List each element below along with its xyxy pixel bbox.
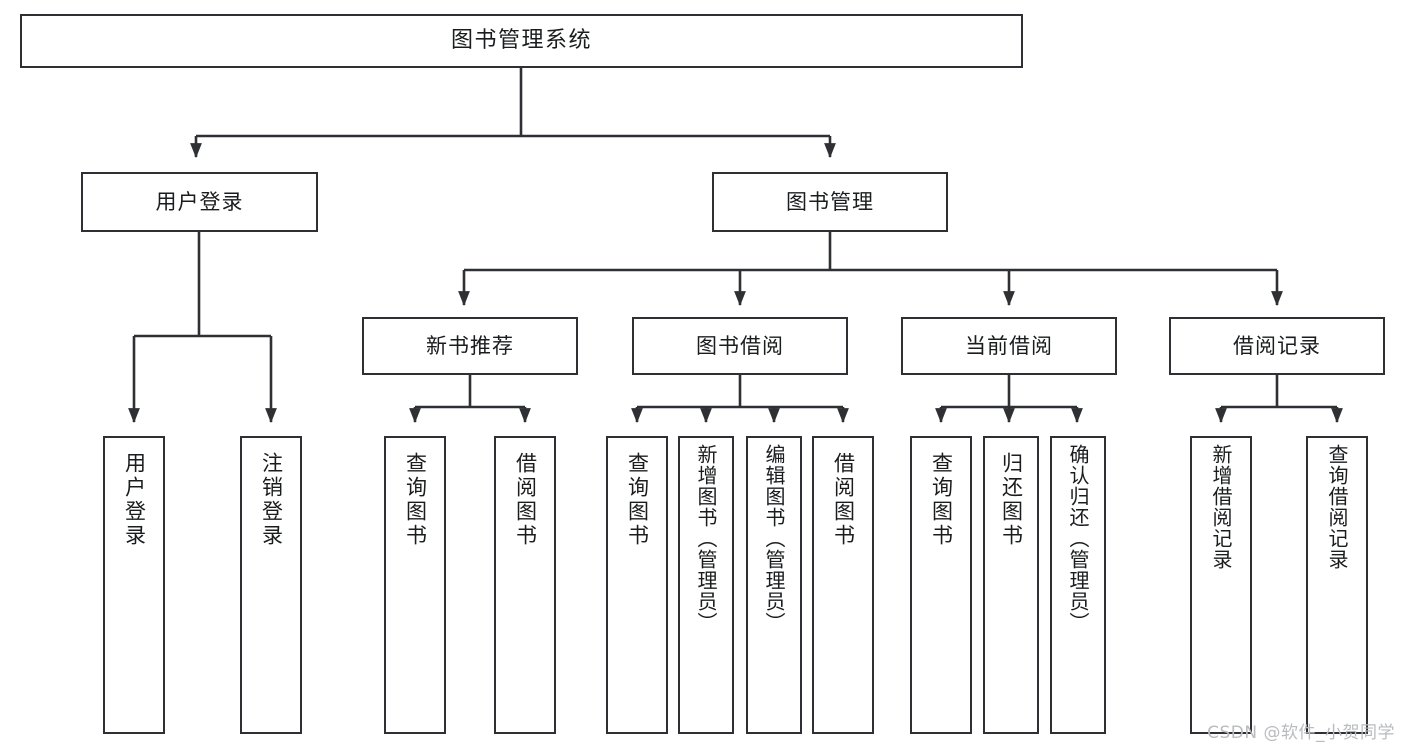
node-new-book-recommend[interactable]: 新书推荐	[362, 317, 578, 375]
node-label: 新书推荐	[426, 333, 514, 358]
node-label: 新增借阅记录	[1209, 444, 1233, 570]
node-label: 查询图书	[625, 452, 650, 548]
node-label: 注销登录	[259, 452, 284, 548]
leaf-add-book-admin[interactable]: 新增图书（管理员）	[678, 436, 734, 734]
node-book-management[interactable]: 图书管理	[712, 172, 948, 232]
node-label: 归还图书	[999, 452, 1024, 548]
leaf-logout[interactable]: 注销登录	[240, 436, 302, 734]
leaf-query-borrow-record[interactable]: 查询借阅记录	[1306, 436, 1368, 734]
node-book-borrow[interactable]: 图书借阅	[632, 317, 848, 375]
node-label: 确认归还（管理员）	[1066, 444, 1090, 633]
leaf-user-login[interactable]: 用户登录	[103, 436, 165, 734]
leaf-borrow-book[interactable]: 借阅图书	[812, 436, 874, 734]
node-current-borrow[interactable]: 当前借阅	[901, 317, 1117, 375]
node-label: 用户登录	[122, 452, 147, 548]
node-label: 借阅图书	[831, 452, 856, 548]
leaf-query-book-recommend[interactable]: 查询图书	[384, 436, 446, 734]
node-label: 查询图书	[929, 452, 954, 548]
leaf-confirm-return-admin[interactable]: 确认归还（管理员）	[1050, 436, 1106, 734]
leaf-return-book[interactable]: 归还图书	[983, 436, 1039, 734]
node-label: 图书管理系统	[450, 28, 592, 54]
node-label: 图书管理	[786, 189, 874, 214]
node-label: 查询借阅记录	[1325, 444, 1349, 570]
leaf-query-book-borrow[interactable]: 查询图书	[606, 436, 668, 734]
node-label: 新增图书（管理员）	[694, 444, 718, 633]
node-label: 编辑图书（管理员）	[762, 444, 786, 633]
node-label: 用户登录	[155, 189, 244, 214]
node-label: 图书借阅	[696, 333, 784, 358]
node-root-book-management-system[interactable]: 图书管理系统	[20, 14, 1023, 68]
leaf-query-book-current[interactable]: 查询图书	[910, 436, 972, 734]
node-label: 借阅图书	[513, 452, 538, 548]
node-borrow-record[interactable]: 借阅记录	[1169, 317, 1385, 375]
node-label: 当前借阅	[965, 333, 1053, 358]
leaf-borrow-book-recommend[interactable]: 借阅图书	[494, 436, 556, 734]
leaf-add-borrow-record[interactable]: 新增借阅记录	[1190, 436, 1252, 734]
watermark-text: CSDN @软件_小贺同学	[1207, 723, 1395, 743]
leaf-edit-book-admin[interactable]: 编辑图书（管理员）	[746, 436, 802, 734]
node-label: 查询图书	[403, 452, 428, 548]
node-user-login[interactable]: 用户登录	[81, 172, 318, 232]
node-label: 借阅记录	[1233, 333, 1321, 358]
